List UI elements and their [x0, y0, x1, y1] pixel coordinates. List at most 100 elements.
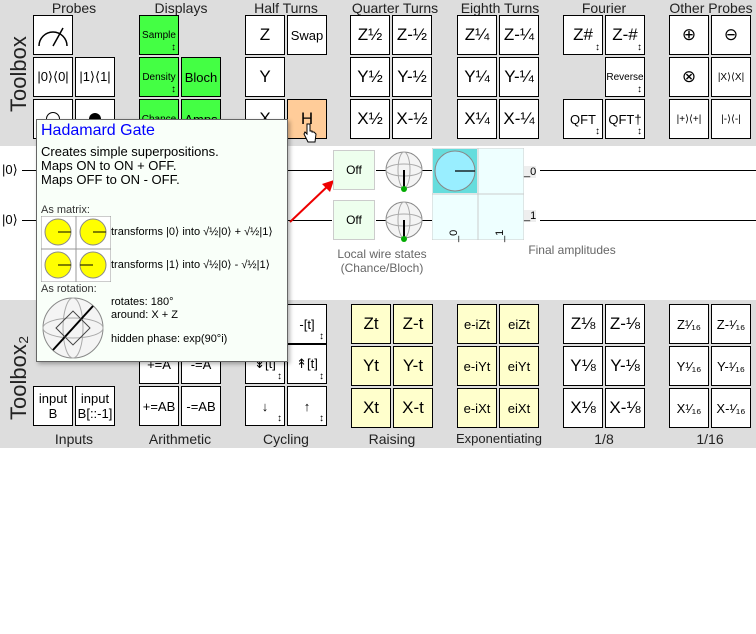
resize-arrow-icon: ↕	[595, 42, 600, 53]
y-neg-sixteenth-gate[interactable]: Y-¹⁄₁₆	[711, 346, 751, 386]
subtract-ab-gate[interactable]: -=AB	[181, 386, 221, 426]
cycle-time-gate[interactable]: -[t]↕	[287, 304, 327, 344]
x-eighth-gate[interactable]: X⅛	[563, 388, 603, 428]
x-anti-control-gate[interactable]: ⊖	[711, 15, 751, 55]
wire-1-initial-state[interactable]: |0⟩	[2, 212, 18, 227]
amplitude-col-label-1: _1	[494, 230, 506, 242]
resize-arrow-icon: ↕	[171, 84, 176, 95]
y-quarter-root-inv-gate[interactable]: Y-¼	[499, 57, 539, 97]
resize-arrow-icon: ↕	[637, 42, 642, 53]
bloch-display-gate[interactable]: Bloch	[181, 57, 221, 97]
qft-inverse-label: QFT†	[608, 111, 642, 127]
postselect-on-gate[interactable]: |1⟩⟨1|	[75, 57, 115, 97]
z-neg-sixteenth-gate[interactable]: Z-¹⁄₁₆	[711, 304, 751, 344]
tooltip-hidden-phase: hidden phase: exp(90°i)	[111, 333, 228, 345]
y-sixteenth-gate[interactable]: Y¹⁄₁₆	[669, 346, 709, 386]
x-neg-sixteenth-gate[interactable]: X-¹⁄₁₆	[711, 388, 751, 428]
pauli-z-gate[interactable]: Z	[245, 15, 285, 55]
exp-ix-t-gate[interactable]: eiXt	[499, 388, 539, 428]
y-control-gate[interactable]: ⊗	[669, 57, 709, 97]
increment-gate[interactable]: ↑↕	[287, 386, 327, 426]
y-sqrt-inv-gate[interactable]: Y-½	[392, 57, 432, 97]
hadamard-gate[interactable]: H	[287, 99, 327, 143]
postselect-off-gate[interactable]: |0⟩⟨0|	[33, 57, 73, 97]
tooltip-around: around: X + Z	[111, 309, 178, 321]
reverse-gate[interactable]: Reverse↕	[605, 57, 645, 97]
x-quarter-root-gate[interactable]: X¼	[457, 99, 497, 139]
exp-neg-iz-t-gate[interactable]: e-iZt	[457, 304, 497, 344]
amplitude-col-label-0: _0	[448, 230, 460, 242]
group-label-displays: Displays	[154, 0, 208, 16]
matrix-icon	[41, 216, 111, 282]
sample-display-gate[interactable]: Sample↕	[139, 15, 179, 55]
exp-neg-iy-t-gate[interactable]: e-iYt	[457, 346, 497, 386]
group-label-arithmetic: Arithmetic	[148, 431, 212, 447]
z-eighth-gate[interactable]: Z⅛	[563, 304, 603, 344]
exp-iz-t-gate[interactable]: eiZt	[499, 304, 539, 344]
amplitude-col-text-1: _1	[494, 229, 506, 242]
z-sixteenth-gate[interactable]: Z¹⁄₁₆	[669, 304, 709, 344]
plus-postselect-gate[interactable]: |+⟩⟨+|	[669, 99, 709, 139]
z-quarter-root-gate[interactable]: Z¼	[457, 15, 497, 55]
y-neg-eighth-gate[interactable]: Y-⅛	[605, 346, 645, 386]
x-quarter-root-inv-gate[interactable]: X-¼	[499, 99, 539, 139]
x-sqrt-inv-gate[interactable]: X-½	[392, 99, 432, 139]
resize-arrow-icon: ↕	[277, 371, 282, 382]
reverse-label: Reverse	[606, 71, 644, 83]
phase-gradient-gate[interactable]: Z#↕	[563, 15, 603, 55]
z-neg-eighth-gate[interactable]: Z-⅛	[605, 304, 645, 344]
input-b-reversed-gate[interactable]: input B[::-1]	[75, 386, 115, 426]
meter-icon	[38, 27, 68, 47]
group-label-other-probes: Other Probes	[669, 0, 753, 16]
cycle-up-gate[interactable]: ↟[t]↕	[287, 344, 327, 384]
resize-arrow-icon: ↕	[277, 413, 282, 424]
phase-gradient-inv-gate[interactable]: Z-#↕	[605, 15, 645, 55]
y-eighth-gate[interactable]: Y⅛	[563, 346, 603, 386]
exp-iy-t-gate[interactable]: eiYt	[499, 346, 539, 386]
z-sqrt-gate[interactable]: Z½	[350, 15, 390, 55]
decrement-gate[interactable]: ↓↕	[245, 386, 285, 426]
y-sqrt-gate[interactable]: Y½	[350, 57, 390, 97]
measurement-gate[interactable]	[33, 15, 73, 55]
input-b-gate[interactable]: input B	[33, 386, 73, 426]
z-power-neg-t-gate[interactable]: Z-t	[393, 304, 433, 344]
group-label-fourier: Fourier	[581, 0, 627, 16]
qft-inverse-gate[interactable]: QFT†↕	[605, 99, 645, 139]
density-display-gate[interactable]: Density↕	[139, 57, 179, 97]
x-neg-eighth-gate[interactable]: X-⅛	[605, 388, 645, 428]
resize-arrow-icon: ↕	[595, 126, 600, 137]
minus-postselect-gate[interactable]: |-⟩⟨-|	[711, 99, 751, 139]
final-amplitudes-label: Final amplitudes	[528, 243, 616, 257]
x-control-gate[interactable]: ⊕	[669, 15, 709, 55]
toolbox-bottom: Toolbox₂ input B input B[::-1] +=A -=A +…	[0, 300, 756, 448]
toolbox-top: Toolbox Probes Displays Half Turns Quart…	[0, 0, 756, 146]
add-ab-gate[interactable]: +=AB	[139, 386, 179, 426]
wire-0-output	[540, 170, 756, 171]
group-label-eighth-turns: Eighth Turns	[460, 0, 540, 16]
swap-gate[interactable]: Swap	[287, 15, 327, 55]
qft-label: QFT	[570, 111, 596, 127]
y-power-t-gate[interactable]: Yt	[351, 346, 391, 386]
x-sqrt-gate[interactable]: X½	[350, 99, 390, 139]
x-measure-gate[interactable]: |X⟩⟨X|	[711, 57, 751, 97]
y-quarter-root-gate[interactable]: Y¼	[457, 57, 497, 97]
wire-0-initial-state[interactable]: |0⟩	[2, 162, 18, 177]
wire-0-chance-display: Off	[333, 150, 375, 190]
resize-arrow-icon: ↕	[319, 413, 324, 424]
amplitude-col-text-0: _0	[448, 229, 460, 242]
z-power-t-gate[interactable]: Zt	[351, 304, 391, 344]
x-power-t-gate[interactable]: Xt	[351, 388, 391, 428]
group-label-cycling: Cycling	[263, 431, 309, 447]
qft-gate[interactable]: QFT↕	[563, 99, 603, 139]
up-arrow-icon: ↑	[303, 398, 311, 414]
x-sixteenth-gate[interactable]: X¹⁄₁₆	[669, 388, 709, 428]
pauli-y-gate[interactable]: Y	[245, 57, 285, 97]
x-power-neg-t-gate[interactable]: X-t	[393, 388, 433, 428]
y-power-neg-t-gate[interactable]: Y-t	[393, 346, 433, 386]
z-quarter-root-inv-gate[interactable]: Z-¼	[499, 15, 539, 55]
exp-neg-ix-t-gate[interactable]: e-iXt	[457, 388, 497, 428]
local-wire-states-line1: Local wire states	[337, 247, 427, 261]
resize-arrow-icon: ↕	[171, 42, 176, 53]
z-sqrt-inv-gate[interactable]: Z-½	[392, 15, 432, 55]
group-label-inputs: Inputs	[54, 431, 94, 447]
